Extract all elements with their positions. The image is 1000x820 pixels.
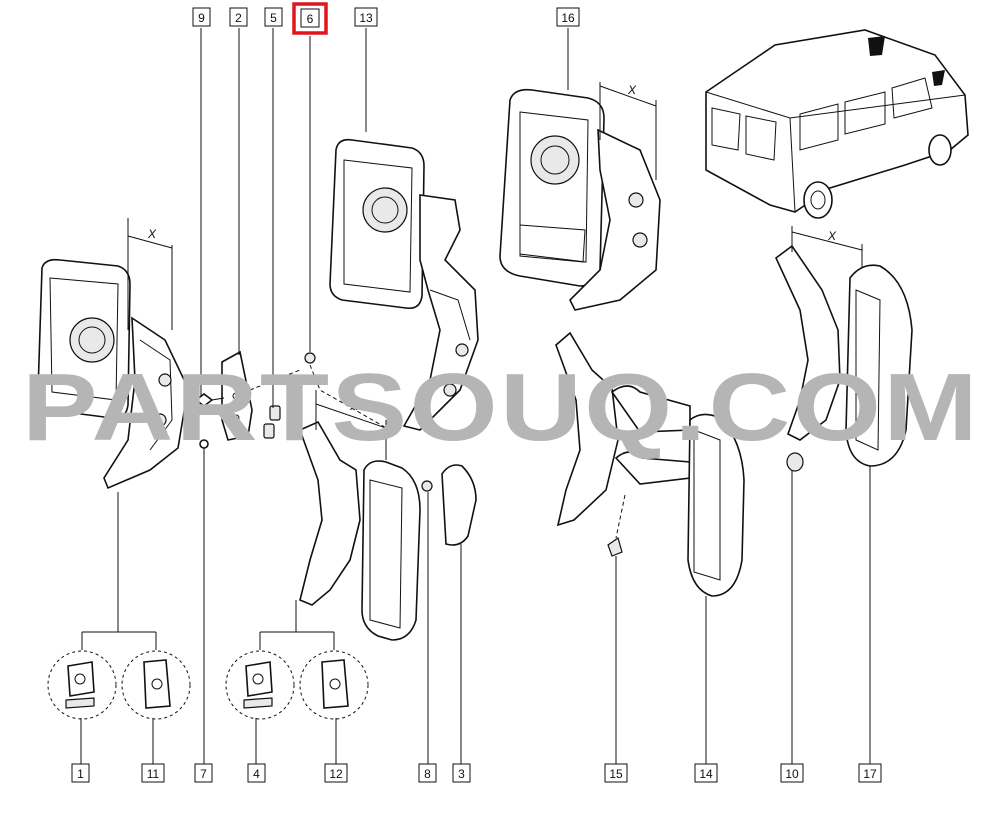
center-mirror-head [329, 138, 479, 431]
callout-10-label: 10 [785, 767, 799, 781]
callout-4[interactable]: 4 [247, 763, 266, 783]
callout-16[interactable]: 16 [556, 7, 580, 27]
callout-15-label: 15 [609, 767, 623, 781]
callout-10[interactable]: 10 [780, 763, 804, 783]
callout-1[interactable]: 1 [71, 763, 90, 783]
callout-8[interactable]: 8 [418, 763, 437, 783]
callout-7[interactable]: 7 [194, 763, 213, 783]
watermark-text: PARTSOUQ.COM [22, 354, 980, 461]
callout-11[interactable]: 11 [141, 763, 165, 783]
van-illustration [705, 29, 969, 219]
right-housing-14 [555, 331, 745, 597]
callout-7-label: 7 [200, 767, 207, 781]
callout-15[interactable]: 15 [604, 763, 628, 783]
callout-12[interactable]: 12 [324, 763, 348, 783]
left-small-parts [194, 350, 391, 449]
callout-17-label: 17 [863, 767, 877, 781]
dimension-x-center: X [349, 399, 359, 413]
dimension-x-left: X [147, 227, 157, 241]
callout-11-label: 11 [147, 767, 160, 781]
leader-lines [80, 28, 871, 764]
callout-2-label: 2 [235, 11, 242, 25]
callout-13[interactable]: 13 [354, 7, 378, 27]
callout-8-label: 8 [424, 767, 431, 781]
callout-5[interactable]: 5 [264, 7, 283, 27]
right-housing-17 [775, 244, 913, 472]
callout-3-label: 3 [458, 767, 465, 781]
glass-detail-circles [47, 492, 369, 720]
left-mirror-assembly [37, 258, 189, 490]
callout-1-label: 1 [77, 767, 84, 781]
callout-17[interactable]: 17 [858, 763, 882, 783]
callout-6-highlighted[interactable]: 6 [292, 2, 328, 35]
callout-6-label: 6 [307, 12, 314, 26]
callout-16-label: 16 [561, 11, 575, 25]
callout-9[interactable]: 9 [192, 7, 211, 27]
callout-14-label: 14 [699, 767, 713, 781]
callout-3[interactable]: 3 [452, 763, 471, 783]
dimension-markers: X X X X [127, 82, 863, 460]
dimension-x-right: X [827, 229, 837, 243]
callout-9-label: 9 [198, 11, 205, 25]
dimension-x-top: X [627, 83, 637, 97]
callout-4-label: 4 [253, 767, 260, 781]
callout-2[interactable]: 2 [229, 7, 248, 27]
callout-13-label: 13 [359, 11, 373, 25]
right-mirror-assembly-16 [499, 88, 661, 311]
center-housing [298, 420, 477, 641]
callout-12-label: 12 [329, 767, 343, 781]
callout-5-label: 5 [270, 11, 277, 25]
callout-14[interactable]: 14 [694, 763, 718, 783]
